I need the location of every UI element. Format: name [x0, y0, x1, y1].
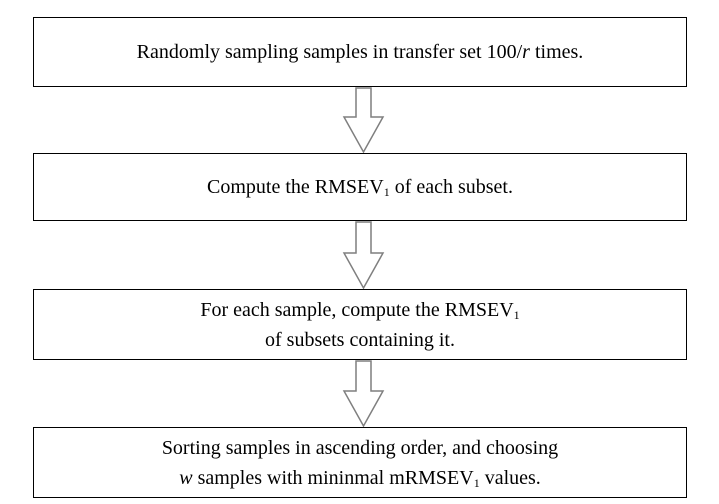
step-1-text-prefix: Randomly sampling samples in transfer se… [136, 41, 523, 63]
down-arrow-icon-1 [342, 87, 385, 154]
step-1-variable-r: r [522, 41, 530, 63]
step-1-text: Randomly sampling samples in transfer se… [137, 37, 584, 67]
step-3-line-1: For each sample, compute the RMSEV1 [200, 295, 519, 325]
step-4-line-2-suffix: values. [479, 466, 541, 489]
down-arrow-icon-2 [342, 221, 385, 290]
step-2-text-suffix: of each subset. [389, 176, 513, 198]
step-3-line-1-text: For each sample, compute the RMSEV [200, 298, 514, 321]
step-4-line-2: w samples with mininmal mRMSEV1 values. [179, 463, 541, 493]
step-1-box: Randomly sampling samples in transfer se… [33, 17, 687, 87]
step-4-box: Sorting samples in ascending order, and … [33, 427, 687, 498]
step-4-variable-w: w [179, 466, 193, 489]
step-2-subscript: 1 [383, 185, 390, 199]
step-1-text-suffix: times. [529, 41, 584, 63]
step-4-subscript: 1 [473, 475, 480, 490]
step-3-line-2: of subsets containing it. [265, 328, 455, 351]
step-2-text: Compute the RMSEV1 of each subset. [207, 172, 513, 202]
step-3-subscript: 1 [513, 307, 520, 322]
step-3-box: For each sample, compute the RMSEV1 of s… [33, 289, 687, 360]
down-arrow-icon-3 [342, 360, 385, 428]
step-2-text-prefix: Compute the RMSEV [207, 176, 384, 198]
step-4-line-2-text: samples with mininmal mRMSEV [192, 466, 474, 489]
step-4-line-1: Sorting samples in ascending order, and … [161, 436, 559, 459]
step-2-box: Compute the RMSEV1 of each subset. [33, 153, 687, 221]
